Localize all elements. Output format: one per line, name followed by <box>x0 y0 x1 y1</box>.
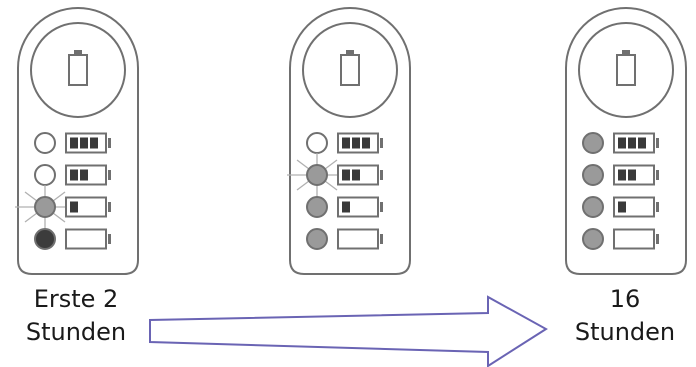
display-circle <box>578 22 674 118</box>
led-indicator <box>582 196 604 218</box>
indicator-row <box>582 228 659 250</box>
indicator-row <box>34 132 111 154</box>
indicator-row <box>34 228 111 250</box>
battery-level-icon <box>65 196 111 218</box>
led-indicator <box>34 132 56 154</box>
battery-level-icon <box>337 228 383 250</box>
indicator-row <box>306 132 383 154</box>
indicator-row <box>582 132 659 154</box>
led-indicator <box>306 196 328 218</box>
battery-level-icon <box>337 196 383 218</box>
led-indicator <box>582 228 604 250</box>
led-indicator <box>306 164 328 186</box>
indicator-row <box>34 164 111 186</box>
battery-icon <box>340 50 360 86</box>
battery-level-icon <box>65 164 111 186</box>
led-indicator <box>34 164 56 186</box>
led-indicator <box>306 132 328 154</box>
indicator-row <box>287 153 383 197</box>
indicator-row <box>582 196 659 218</box>
display-circle <box>302 22 398 118</box>
battery-level-icon <box>613 196 659 218</box>
led-indicator <box>34 228 56 250</box>
indicator-row <box>306 196 383 218</box>
led-indicator <box>34 196 56 218</box>
battery-level-icon <box>613 164 659 186</box>
led-indicator <box>582 164 604 186</box>
battery-level-icon <box>337 132 383 154</box>
indicator-row <box>15 185 111 229</box>
battery-icon <box>616 50 636 86</box>
battery-level-icon <box>613 132 659 154</box>
charger-device-1 <box>15 7 139 275</box>
caption-first-line2: Stunden <box>25 318 127 346</box>
caption-last-line2: Stunden <box>574 318 676 346</box>
led-indicator <box>582 132 604 154</box>
caption-first-line1: Erste 2 <box>33 285 119 313</box>
battery-icon <box>68 50 88 86</box>
right-arrow-icon <box>149 295 548 367</box>
indicator-row <box>306 228 383 250</box>
caption-last: 16 Stunden <box>558 283 692 349</box>
charger-device-2 <box>287 7 411 275</box>
battery-level-icon <box>65 228 111 250</box>
battery-level-icon <box>65 132 111 154</box>
indicator-row <box>582 164 659 186</box>
led-indicator <box>306 228 328 250</box>
caption-first: Erste 2 Stunden <box>0 283 152 349</box>
display-circle <box>30 22 126 118</box>
charger-device-3 <box>565 7 687 275</box>
caption-last-line1: 16 <box>609 285 641 313</box>
battery-level-icon <box>613 228 659 250</box>
battery-level-icon <box>337 164 383 186</box>
